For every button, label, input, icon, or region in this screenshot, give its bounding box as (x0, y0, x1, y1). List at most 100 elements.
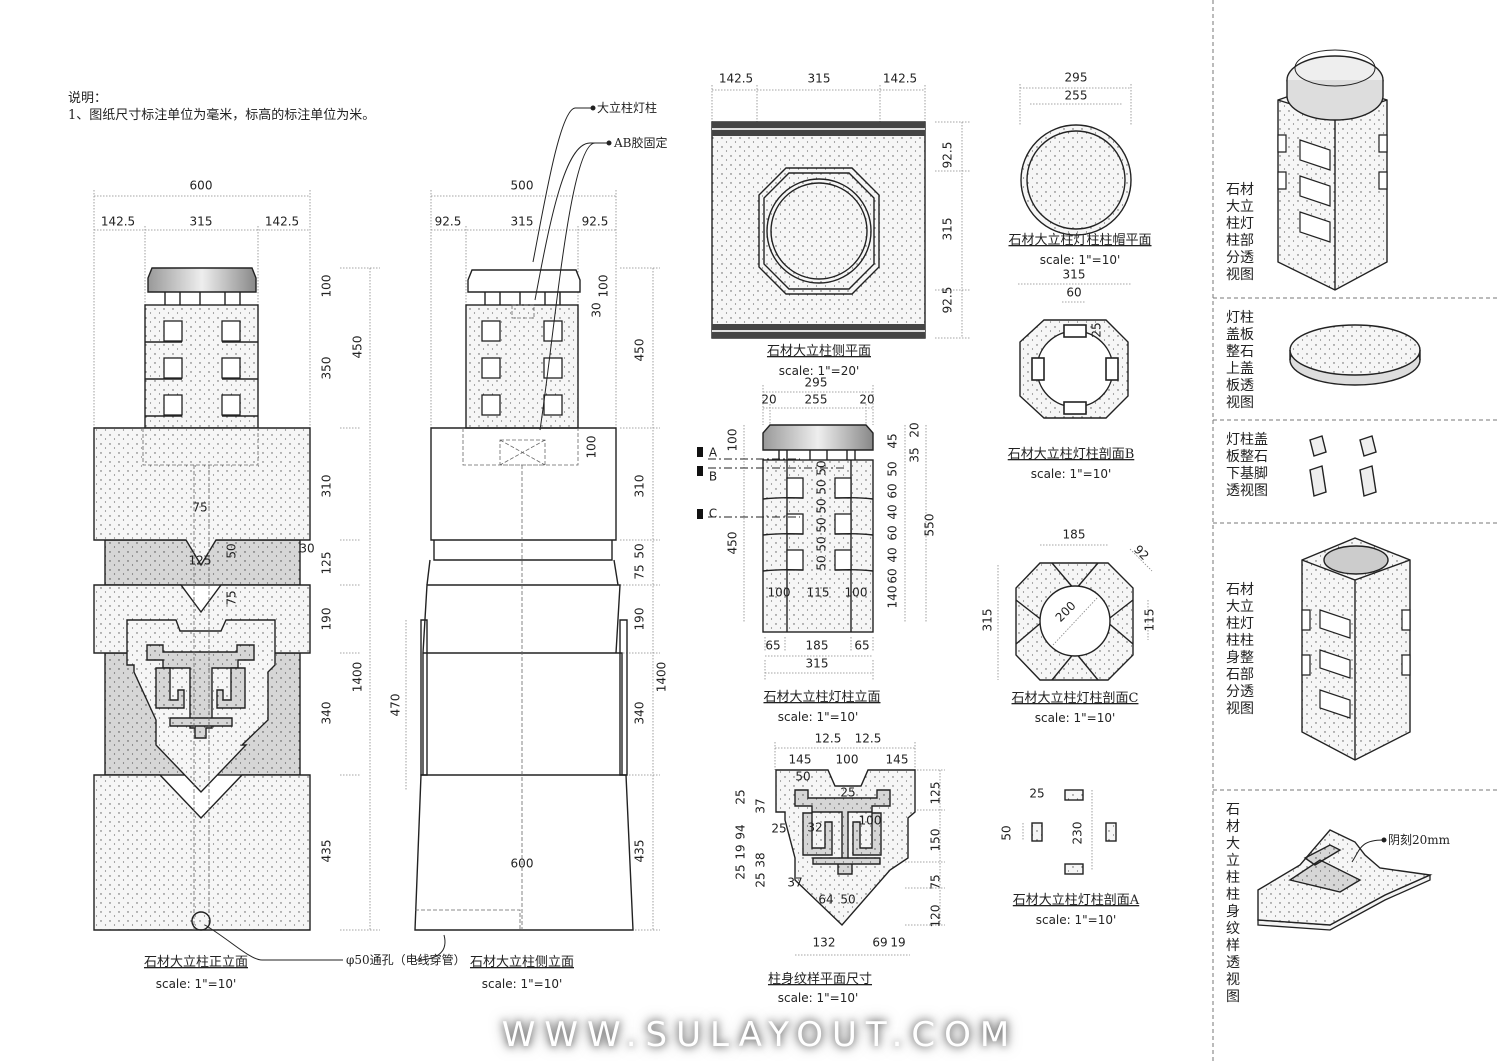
lamp-post-perspective (1277, 49, 1388, 291)
dimension-label: 50 (815, 555, 829, 570)
dimension-label: 340 (633, 702, 647, 725)
panel-label-pattern: 石材大立柱柱身纹样透视图 (1226, 802, 1240, 1005)
dimension-label: 92.5 (582, 215, 609, 229)
dimension-label: 1400 (351, 662, 365, 693)
base-feet-perspective (1309, 435, 1377, 497)
dimension-label: 310 (320, 475, 334, 498)
pattern-plan (774, 742, 945, 956)
dimension-label: 255 (1065, 89, 1088, 103)
notes-line-1: 1、图纸尺寸标注单位为毫米，标高的标注单位为米。 (68, 108, 376, 123)
dimension-label: 19 (890, 936, 905, 950)
dimension-label: 350 (320, 357, 334, 380)
view-scale: scale: 1"=10' (1035, 711, 1116, 725)
dimension-label: 50 (633, 543, 647, 558)
perspective-panel (1212, 0, 1500, 1061)
side-elevation (405, 190, 660, 931)
dimension-label: 60 (886, 525, 900, 540)
dimension-label: 450 (633, 339, 647, 362)
dimension-label: 25 (734, 864, 748, 879)
dimension-label: 40 (886, 504, 900, 519)
dimension-label: 435 (320, 840, 334, 863)
callout-lamp-post: 大立柱灯柱 (597, 100, 657, 115)
dimension-label: 50 (815, 517, 829, 532)
dimension-label: 600 (190, 179, 213, 193)
view-title: 石材大立柱灯柱立面 (763, 690, 880, 705)
dimension-label: 315 (806, 657, 829, 671)
dimension-label: 25 (840, 786, 855, 800)
view-title: 石材大立柱侧立面 (470, 955, 574, 970)
dimension-label: 185 (1063, 528, 1086, 542)
dimension-label: 142.5 (265, 215, 299, 229)
callout-intaglio: 阴刻20mm (1388, 833, 1451, 847)
panel-label-lamp-post: 石材大立柱灯柱部分透视图 (1226, 182, 1254, 283)
dimension-label: 20 (761, 393, 776, 407)
dimension-label: 315 (190, 215, 213, 229)
section-marker-label: C (709, 507, 717, 521)
dimension-label: 12.5 (815, 732, 842, 746)
dimension-label: 100 (320, 275, 334, 298)
pattern-perspective (1257, 829, 1433, 931)
dimension-label: 25 (1090, 322, 1104, 337)
dimension-label: 100 (585, 436, 599, 459)
dimension-label: 92.5 (435, 215, 462, 229)
dimension-label: 295 (805, 376, 828, 390)
dimension-label: 65 (765, 639, 780, 653)
dimension-label: 25 (734, 789, 748, 804)
callout-through-hole: φ50通孔（电线穿管） (346, 952, 466, 967)
cap-plan (1019, 84, 1132, 236)
view-scale: scale: 1"=10' (156, 977, 237, 991)
dimension-label: 92 (1131, 542, 1152, 563)
dimension-label: 145 (789, 753, 812, 767)
dimension-label: 92.5 (941, 142, 955, 169)
side-plan (711, 85, 970, 339)
view-title: 石材大立柱灯柱剖面C (1012, 691, 1139, 706)
dimension-label: 60 (886, 483, 900, 498)
dimension-label: 315 (808, 72, 831, 86)
dimension-label: 50 (815, 460, 829, 475)
dimension-label: 75 (633, 564, 647, 579)
notes-heading: 说明： (68, 91, 108, 106)
dimension-label: 450 (726, 532, 740, 555)
dimension-label: 115 (807, 586, 830, 600)
dimension-label: 295 (1065, 71, 1088, 85)
view-title: 石材大立柱侧平面 (767, 344, 871, 359)
dimension-label: 600 (511, 857, 534, 871)
view-title: 柱身纹样平面尺寸 (768, 971, 872, 987)
dimension-label: 94 (734, 824, 748, 839)
dimension-label: 50 (886, 461, 900, 476)
dimension-label: 12.5 (855, 732, 882, 746)
dimension-label: 20 (859, 393, 874, 407)
cap-plate-perspective (1289, 324, 1421, 386)
dimension-label: 185 (806, 639, 829, 653)
view-title: 石材大立柱灯柱剖面A (1013, 893, 1140, 908)
column-body-perspective (1301, 537, 1411, 761)
dimension-label: 40 (886, 547, 900, 562)
view-scale: scale: 1"=20' (779, 364, 860, 378)
dimension-label: 140 (886, 586, 900, 609)
dimension-label: 38 (754, 852, 768, 867)
dimension-label: 50 (815, 498, 829, 513)
dimension-label: 19 (734, 844, 748, 859)
dimension-label: 190 (320, 608, 334, 631)
dimension-label: 30 (590, 302, 604, 317)
dimension-label: 30 (299, 542, 314, 556)
dimension-label: 500 (511, 179, 534, 193)
dimension-label: 50 (840, 893, 855, 907)
dimension-label: 50 (795, 770, 810, 784)
dimension-label: 142.5 (101, 215, 135, 229)
dimension-label: 125 (189, 554, 212, 568)
view-title: 石材大立柱灯柱剖面B (1008, 447, 1135, 462)
dimension-label: 25 (1029, 787, 1044, 801)
panel-label-top-cap: 灯柱盖板整石上盖板透视图 (1226, 310, 1254, 411)
callout-ab-glue: AB胶固定 (613, 135, 668, 150)
dimension-label: 37 (754, 798, 768, 813)
dimension-label: 65 (854, 639, 869, 653)
dimension-label: 100 (859, 814, 882, 828)
dimension-label: 145 (886, 753, 909, 767)
dimension-label: 50 (815, 536, 829, 551)
dimension-label: 100 (597, 275, 611, 298)
dimension-label: 32 (807, 821, 822, 835)
dimension-label: 25 (771, 822, 786, 836)
dimension-label: 310 (633, 475, 647, 498)
